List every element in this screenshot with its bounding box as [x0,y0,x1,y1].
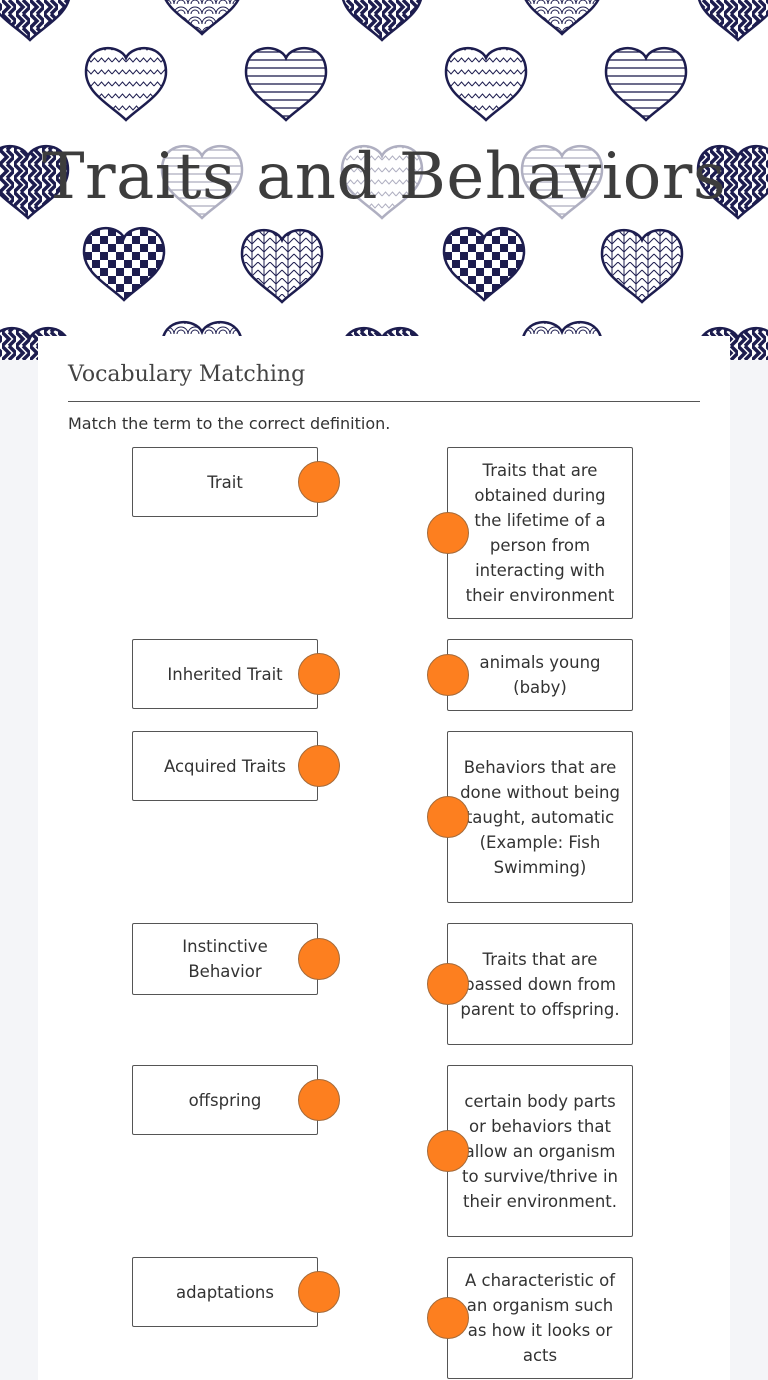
definition-box[interactable]: animals young (baby) [447,639,633,711]
term-box[interactable]: Trait [132,447,318,517]
definition-connector-dot-icon[interactable] [427,512,469,554]
definition-box[interactable]: certain body parts or behaviors that all… [447,1065,633,1237]
term-connector-dot-icon[interactable] [298,745,340,787]
definition-connector-dot-icon[interactable] [427,963,469,1005]
definition-connector-dot-icon[interactable] [427,1297,469,1339]
term-connector-dot-icon[interactable] [298,653,340,695]
term-box[interactable]: Inherited Trait [132,639,318,709]
term-label: Trait [207,472,243,492]
term-connector-dot-icon[interactable] [298,461,340,503]
heart-pattern-icon [84,46,168,122]
definition-text: Behaviors that are done without being ta… [460,757,620,877]
definition-text: certain body parts or behaviors that all… [462,1091,618,1211]
definition-text: animals young (baby) [479,653,601,697]
heart-pattern-icon [0,0,72,42]
header-banner: Traits and Behaviors [0,0,768,360]
definition-text: Traits that are passed down from parent … [460,949,620,1019]
heart-pattern-icon [244,46,328,122]
definition-box[interactable]: A characteristic of an organism such as … [447,1257,633,1379]
term-connector-dot-icon[interactable] [298,1079,340,1121]
heart-pattern-icon [696,0,768,42]
definition-text: A characteristic of an organism such as … [465,1271,615,1365]
definition-box[interactable]: Behaviors that are done without being ta… [447,731,633,903]
term-label: offspring [188,1090,262,1110]
heart-pattern-icon [82,226,166,302]
term-box[interactable]: adaptations [132,1257,318,1327]
term-box[interactable]: Instinctive Behavior [132,923,318,995]
vocabulary-matching-card: Vocabulary Matching Match the term to th… [38,336,730,1380]
section-title: Vocabulary Matching [68,362,306,387]
term-label: Acquired Traits [163,756,287,776]
definition-box[interactable]: Traits that are passed down from parent … [447,923,633,1045]
heart-pattern-icon [340,0,424,42]
definition-connector-dot-icon[interactable] [427,654,469,696]
definition-box[interactable]: Traits that are obtained during the life… [447,447,633,619]
heart-pattern-icon [240,228,324,304]
heart-pattern-icon [160,0,244,36]
term-label: Instinctive Behavior [182,937,268,981]
instructions-text: Match the term to the correct definition… [68,414,391,433]
term-connector-dot-icon[interactable] [298,1271,340,1313]
definition-connector-dot-icon[interactable] [427,796,469,838]
heart-pattern-icon [444,46,528,122]
term-box[interactable]: offspring [132,1065,318,1135]
term-label: Inherited Trait [167,664,283,684]
term-box[interactable]: Acquired Traits [132,731,318,801]
definition-connector-dot-icon[interactable] [427,1130,469,1172]
heart-pattern-icon [442,226,526,302]
definition-text: Traits that are obtained during the life… [465,461,615,605]
heart-pattern-icon [604,46,688,122]
heart-pattern-icon [600,228,684,304]
heart-pattern-icon [520,0,604,36]
page-title: Traits and Behaviors [41,140,727,214]
term-connector-dot-icon[interactable] [298,938,340,980]
section-divider [68,401,700,402]
term-label: adaptations [176,1282,274,1302]
